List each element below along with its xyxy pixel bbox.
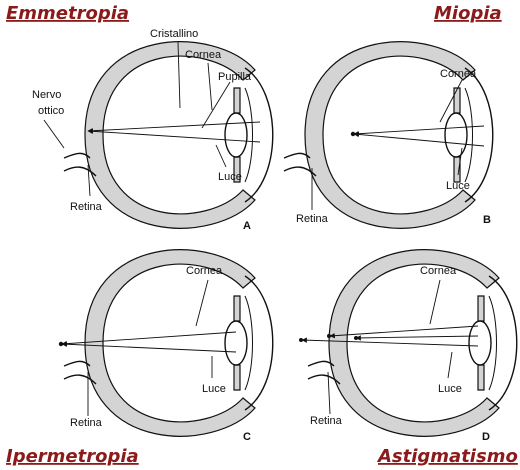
cornea-leader	[207, 62, 213, 111]
eye-drawing	[63, 249, 274, 437]
panel-emmetropia: Emmetropia Cristallino Cornea Pupilla Ne…	[6, 3, 274, 232]
panel-letter: D	[482, 431, 490, 443]
light-ray-top	[87, 121, 261, 134]
luce-leader	[215, 144, 227, 168]
light-ray-bottom	[353, 131, 485, 147]
label-retina: Retina	[296, 213, 329, 225]
label-luce: Luce	[202, 383, 226, 395]
panel-miopia: Miopia Cornea Luce Retina B	[283, 3, 502, 229]
luce-leader	[447, 351, 453, 379]
luce-leader	[457, 147, 463, 176]
light-ray-1	[329, 325, 479, 339]
light-ray-bottom	[87, 128, 261, 143]
panel-letter: B	[483, 214, 491, 226]
light-ray-top	[353, 125, 485, 137]
light-ray-2	[355, 335, 479, 341]
nervo-leader	[43, 119, 65, 149]
cornea-leader	[429, 279, 441, 325]
label-cornea: Cornea	[186, 265, 223, 277]
panel-title: Emmetropia	[6, 3, 129, 24]
light-ray-bottom	[61, 341, 237, 353]
cornea-leader	[439, 79, 463, 123]
panel-title: Astigmatismo	[376, 446, 518, 467]
eye-drawing	[307, 249, 518, 437]
panel-ipermetropia: Cornea Luce Retina C Ipermetropia	[6, 249, 274, 467]
label-cristallino: Cristallino	[150, 28, 198, 40]
light-ray-top	[61, 331, 237, 347]
label-cornea: Cornea	[185, 49, 222, 61]
focal-point	[299, 338, 303, 342]
panel-letter: C	[243, 431, 251, 443]
panel-letter: A	[243, 220, 251, 232]
light-ray-3	[301, 337, 479, 347]
label-luce: Luce	[218, 171, 242, 183]
label-cornea: Cornea	[420, 265, 457, 277]
panel-title: Miopia	[434, 3, 502, 24]
retina-leader	[327, 371, 331, 415]
label-cornea: Cornea	[440, 68, 477, 80]
focal-point	[350, 131, 356, 137]
label-retina: Retina	[310, 415, 343, 427]
focal-point	[354, 336, 358, 340]
label-pupilla: Pupilla	[218, 71, 252, 83]
label-luce: Luce	[438, 383, 462, 395]
label-ottico: ottico	[38, 105, 64, 117]
focal-point	[327, 334, 331, 338]
pupilla-leader	[201, 81, 231, 129]
retina-leader	[87, 164, 91, 197]
panel-astigmatismo: Cornea Luce Retina D Astigmatismo	[299, 249, 518, 467]
label-nervo: Nervo	[32, 89, 61, 101]
cristallino-leader	[177, 41, 181, 109]
focal-point	[58, 341, 64, 347]
label-retina: Retina	[70, 417, 103, 429]
label-retina: Retina	[70, 201, 103, 213]
panel-title: Ipermetropia	[6, 446, 139, 467]
label-luce: Luce	[446, 180, 470, 192]
cornea-leader	[195, 279, 209, 327]
